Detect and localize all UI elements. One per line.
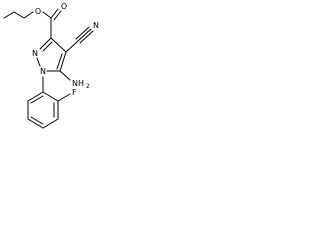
- nitrile-nitrogen-label: N: [93, 21, 99, 30]
- nitrile-triple-bond-a: [77, 28, 92, 42]
- amino-subscript-label: 2: [86, 83, 90, 90]
- ring-nitrogen-1-label: N: [40, 67, 46, 76]
- ring-nitrogen-2-label: N: [32, 49, 38, 58]
- nitrile-attachment-bond: [65, 40, 79, 53]
- nitrile-triple-bond-c: [79, 30, 94, 44]
- ethyl-group: [3, 11, 34, 19]
- amino-group: NH 2: [59, 70, 90, 90]
- ring-n2-c3-bond: [39, 37, 52, 50]
- chemical-structure: O O N N N NH 2: [3, 2, 99, 129]
- nitrile-triple-bond-b: [75, 26, 90, 40]
- ethyl-bond-2: [13, 11, 25, 19]
- phenyl-bond-3: [42, 118, 59, 129]
- phenyl-bond-1: [42, 91, 59, 102]
- ester-group: O O: [35, 2, 67, 21]
- ester-ether-oxygen-label: O: [35, 7, 41, 16]
- carbonyl-oxygen-label: O: [61, 2, 67, 11]
- amino-bond: [59, 70, 71, 81]
- phenyl-bond-6: [27, 91, 44, 102]
- ethyl-bond-1: [3, 11, 15, 19]
- ethyl-oxygen-bond: [23, 11, 34, 19]
- ring-c3-c4-bond: [50, 37, 67, 53]
- pyrazole-ring: N N: [32, 17, 67, 76]
- ring-c4-c5-bond: [59, 51, 67, 72]
- fluorine-bond: [57, 93, 71, 102]
- ring-c4-c5-inner-bond: [56, 53, 63, 70]
- carbonyl-double-bond-b: [53, 10, 62, 21]
- ring-n2-c3-inner-bond: [42, 41, 53, 52]
- carbonyl-double-bond-a: [50, 8, 59, 19]
- phenyl-bond-4: [27, 118, 44, 129]
- phenyl-bond-6-inner: [30, 95, 44, 104]
- amino-group-label: NH: [72, 79, 84, 88]
- ring-n1-n2-bond: [36, 57, 41, 67]
- phenyl-bond-4-inner: [30, 116, 44, 125]
- fluorine-label: F: [72, 88, 77, 97]
- nitrile-group: N: [65, 21, 99, 53]
- fluorophenyl-ring: F: [27, 76, 77, 129]
- oxygen-carbonyl-carbon-bond: [42, 11, 52, 19]
